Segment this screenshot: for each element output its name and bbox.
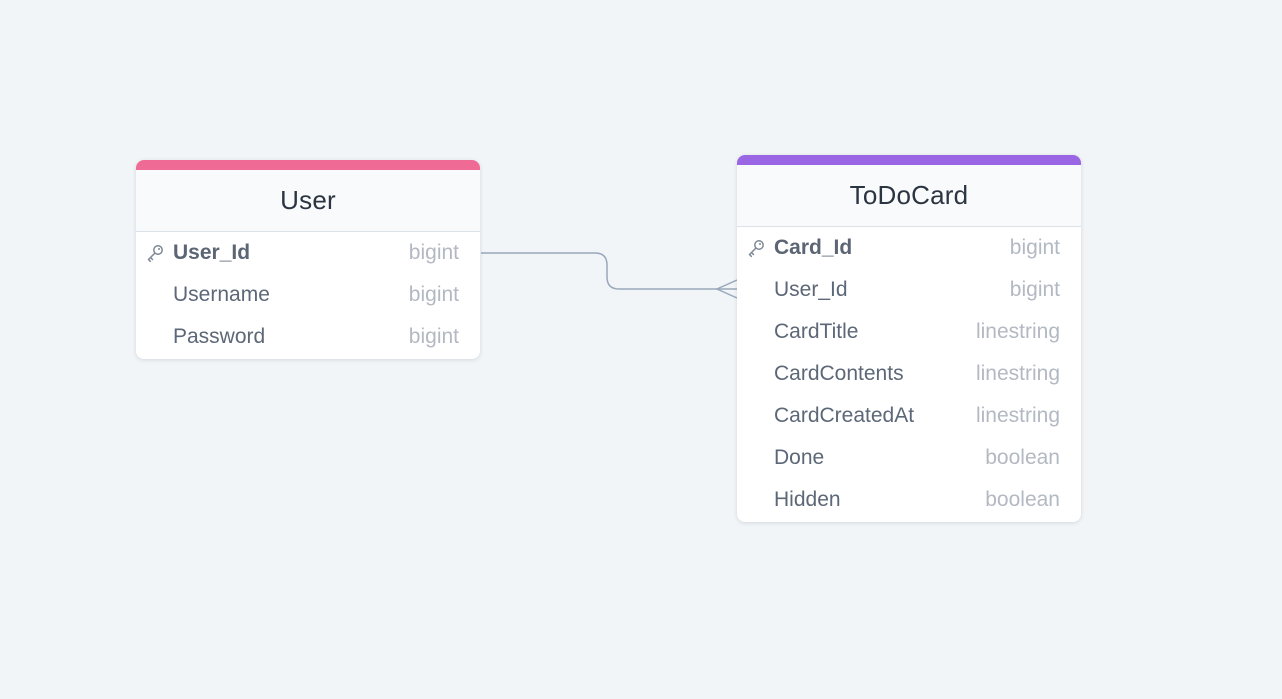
- field-icon-spacer: [737, 311, 774, 353]
- table-user-accent: [136, 160, 480, 170]
- field-row-user-id[interactable]: User_Id bigint: [737, 269, 1081, 311]
- field-name: Hidden: [774, 488, 841, 511]
- field-type: boolean: [985, 488, 1060, 511]
- field-name: CardCreatedAt: [774, 404, 915, 427]
- field-name: CardContents: [774, 362, 904, 385]
- field-icon-spacer: [737, 395, 774, 437]
- field-type: linestring: [975, 320, 1060, 343]
- field-icon-spacer: [737, 353, 774, 395]
- field-icon-spacer: [737, 269, 774, 311]
- field-icon-spacer: [737, 479, 774, 521]
- field-row-hidden[interactable]: Hidden boolean: [737, 479, 1081, 521]
- field-row-card-created-at[interactable]: CardCreatedAt linestring: [737, 395, 1081, 437]
- field-icon-spacer: [136, 274, 173, 316]
- primary-key-icon: [136, 232, 173, 274]
- primary-key-icon: [737, 227, 774, 269]
- field-type: bigint: [1009, 278, 1060, 301]
- field-name: CardTitle: [774, 320, 859, 343]
- field-row-card-contents[interactable]: CardContents linestring: [737, 353, 1081, 395]
- field-icon-spacer: [737, 437, 774, 479]
- table-todocard-accent: [737, 155, 1081, 165]
- field-row-done[interactable]: Done boolean: [737, 437, 1081, 479]
- relationship-line: [481, 252, 737, 290]
- field-icon-spacer: [136, 316, 173, 358]
- crow-foot-icon: [715, 279, 738, 299]
- field-name: User_Id: [774, 278, 848, 301]
- field-name: Password: [173, 325, 266, 348]
- field-type: boolean: [985, 446, 1060, 469]
- table-user[interactable]: User User_Id bigint Username bigint: [136, 160, 480, 359]
- field-type: bigint: [408, 325, 459, 348]
- field-row-password[interactable]: Password bigint: [136, 316, 480, 358]
- table-todocard-title[interactable]: ToDoCard: [737, 165, 1081, 227]
- table-user-fields: User_Id bigint Username bigint Password …: [136, 232, 480, 359]
- field-type: bigint: [1009, 236, 1060, 259]
- field-type: bigint: [408, 241, 459, 264]
- field-row-card-title[interactable]: CardTitle linestring: [737, 311, 1081, 353]
- table-todocard[interactable]: ToDoCard Card_Id bigint User_Id bigint: [737, 155, 1081, 522]
- field-type: linestring: [975, 362, 1060, 385]
- field-name: Username: [173, 283, 270, 306]
- field-type: bigint: [408, 283, 459, 306]
- field-row-user-id[interactable]: User_Id bigint: [136, 232, 480, 274]
- table-user-title[interactable]: User: [136, 170, 480, 232]
- field-name: Done: [774, 446, 825, 469]
- field-row-card-id[interactable]: Card_Id bigint: [737, 227, 1081, 269]
- field-type: linestring: [975, 404, 1060, 427]
- table-todocard-fields: Card_Id bigint User_Id bigint CardTitle …: [737, 227, 1081, 522]
- field-name: Card_Id: [774, 236, 853, 259]
- field-row-username[interactable]: Username bigint: [136, 274, 480, 316]
- field-name: User_Id: [173, 241, 251, 264]
